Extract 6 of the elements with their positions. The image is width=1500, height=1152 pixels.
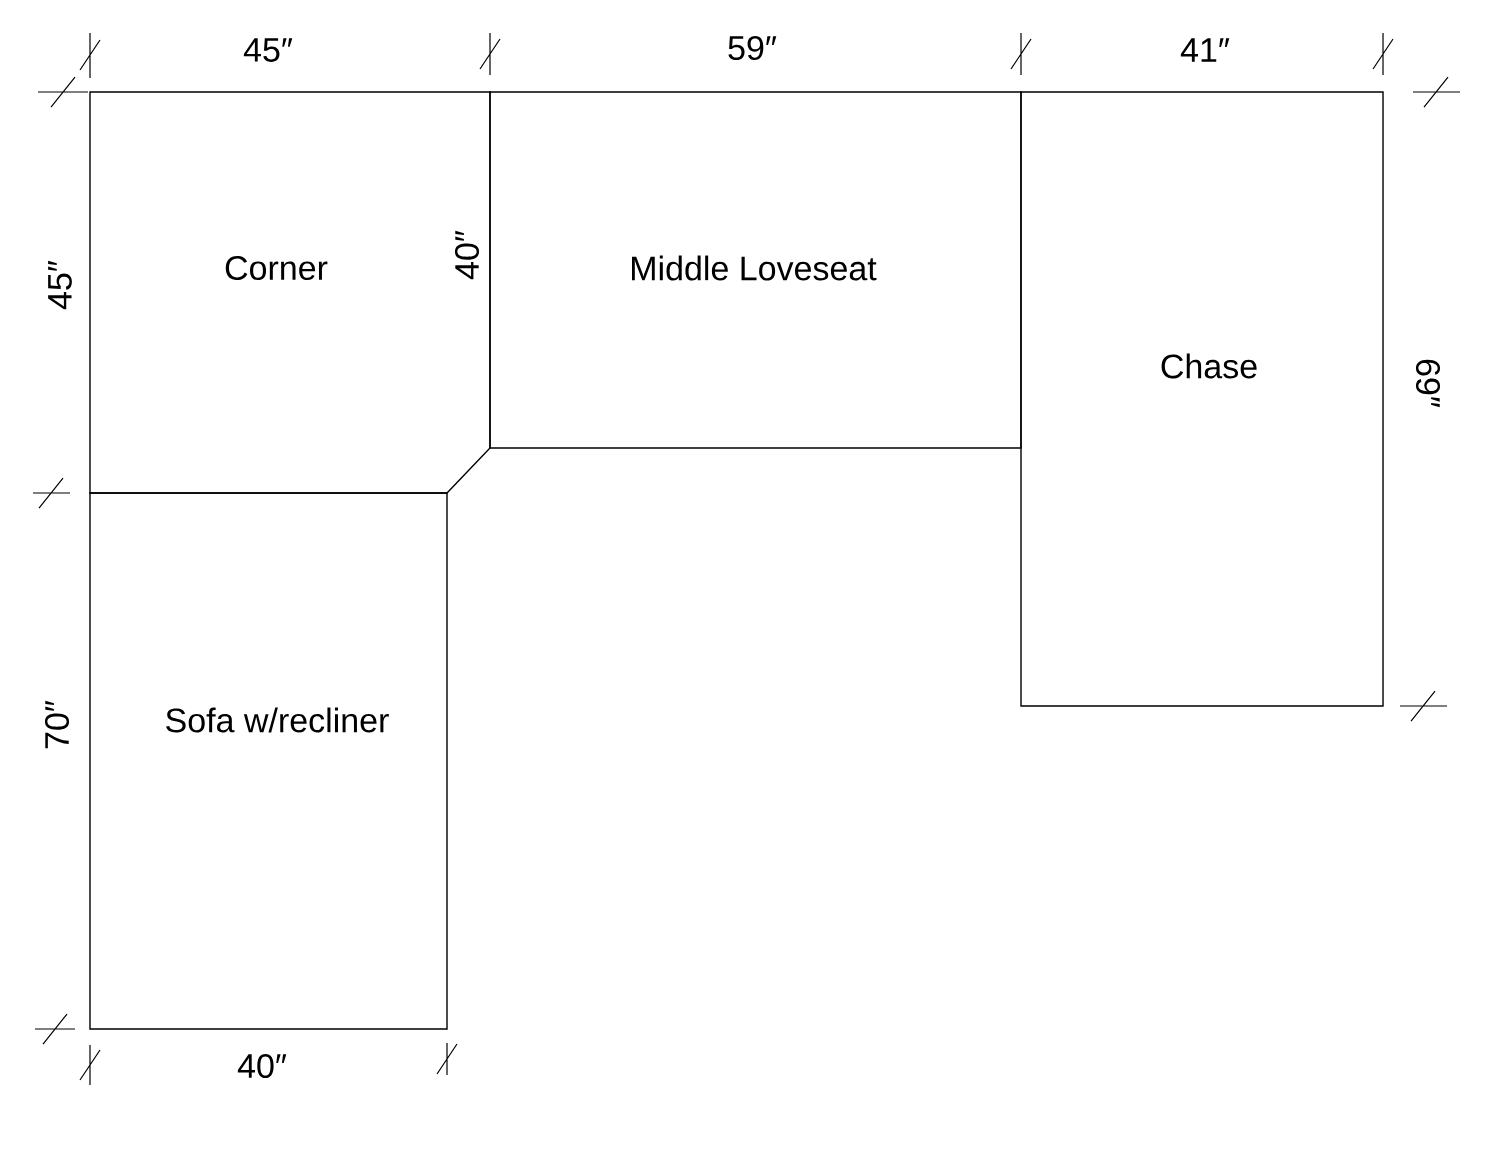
sofa-section: Middle Loveseat bbox=[489, 91, 1022, 449]
sofa-section: Chase bbox=[1020, 91, 1384, 707]
sofa-section: Sofa w/recliner bbox=[89, 492, 448, 1030]
dimension-label: 69″ bbox=[1415, 359, 1441, 408]
dimension-label: 59″ bbox=[728, 35, 777, 61]
dimension-label: 40″ bbox=[454, 230, 480, 280]
